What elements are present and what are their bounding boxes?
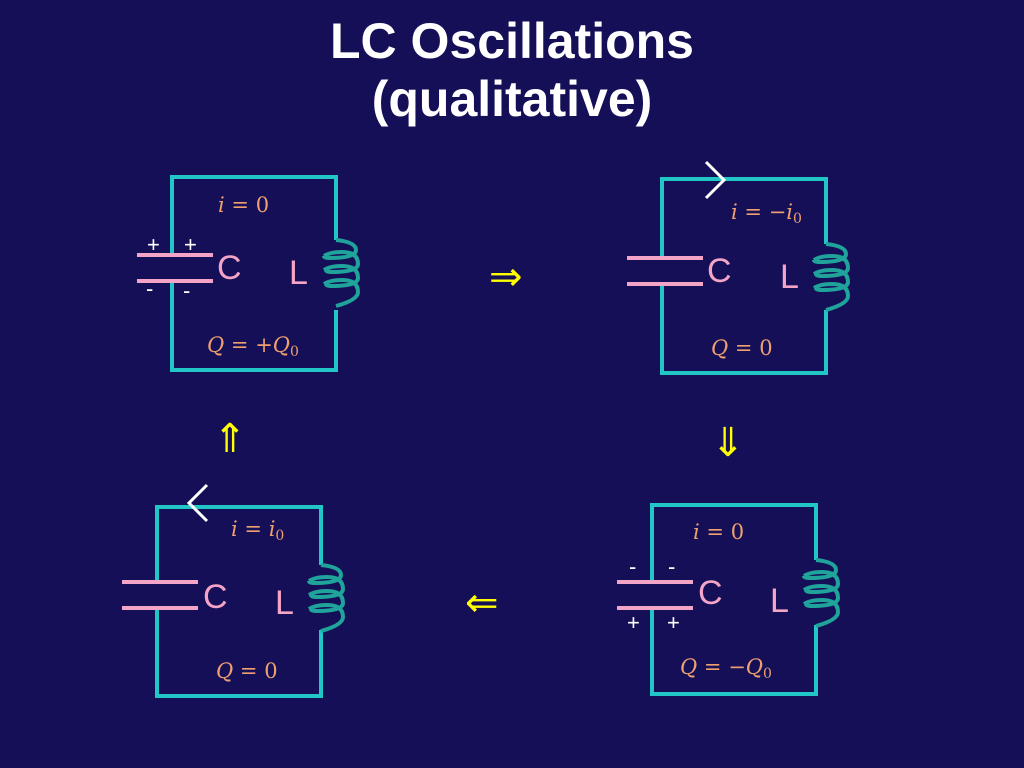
circuit-bottom-right: i = 0 Q = −Q0 C L - - + + — [617, 503, 841, 696]
minus-sign: - — [668, 554, 675, 579]
plus-sign: + — [627, 610, 640, 635]
current-direction-chevron-icon — [186, 483, 209, 523]
capacitor-label: C — [707, 252, 732, 290]
minus-sign: - — [183, 278, 190, 303]
inductor-label: L — [275, 584, 294, 622]
capacitor — [627, 256, 703, 286]
current-label: i = 0 — [693, 520, 744, 544]
inductor-coil — [322, 238, 361, 308]
inductor-coil — [802, 558, 841, 628]
plus-sign: + — [184, 232, 197, 257]
inductor-label: L — [780, 258, 799, 296]
flow-arrow-down-icon: ⇓ — [711, 420, 745, 466]
wire — [170, 175, 338, 372]
circuit-bottom-left: i = i0 Q = 0 C L — [122, 483, 346, 698]
minus-sign: - — [146, 276, 153, 301]
flow-arrow-up-icon: ⇑ — [213, 416, 247, 462]
capacitor-label: C — [203, 578, 228, 616]
inductor-label: L — [770, 582, 789, 620]
current-label: i = i0 — [231, 517, 284, 544]
capacitor — [122, 580, 198, 610]
capacitor-label: C — [698, 574, 723, 612]
plus-sign: + — [147, 232, 160, 257]
charge-label: Q = −Q0 — [680, 655, 772, 682]
charge-label: Q = 0 — [711, 336, 773, 360]
inductor-coil — [812, 242, 851, 312]
slide-title: LC Oscillations (qualitative) — [0, 12, 1024, 128]
plus-sign: + — [667, 610, 680, 635]
current-label: i = −i0 — [731, 200, 802, 227]
current-direction-chevron-icon — [704, 160, 727, 200]
charge-label: Q = +Q0 — [207, 333, 299, 360]
current-label: i = 0 — [218, 193, 269, 217]
capacitor — [137, 253, 213, 283]
capacitor — [617, 580, 693, 610]
circuit-top-left: i = 0 Q = +Q0 C L + + - - — [137, 175, 361, 372]
flow-arrow-right-icon: ⇒ — [489, 254, 523, 300]
title-line-2: (qualitative) — [371, 71, 653, 127]
charge-label: Q = 0 — [216, 659, 278, 683]
wire — [650, 503, 818, 696]
wire — [155, 505, 323, 698]
minus-sign: - — [629, 554, 636, 579]
inductor-coil — [307, 563, 346, 633]
capacitor-label: C — [217, 249, 242, 287]
circuit-top-right: i = −i0 Q = 0 C L — [627, 160, 851, 375]
wire — [660, 177, 828, 375]
flow-arrow-left-icon: ⇐ — [465, 580, 499, 626]
inductor-label: L — [289, 254, 308, 292]
title-line-1: LC Oscillations — [330, 13, 694, 69]
